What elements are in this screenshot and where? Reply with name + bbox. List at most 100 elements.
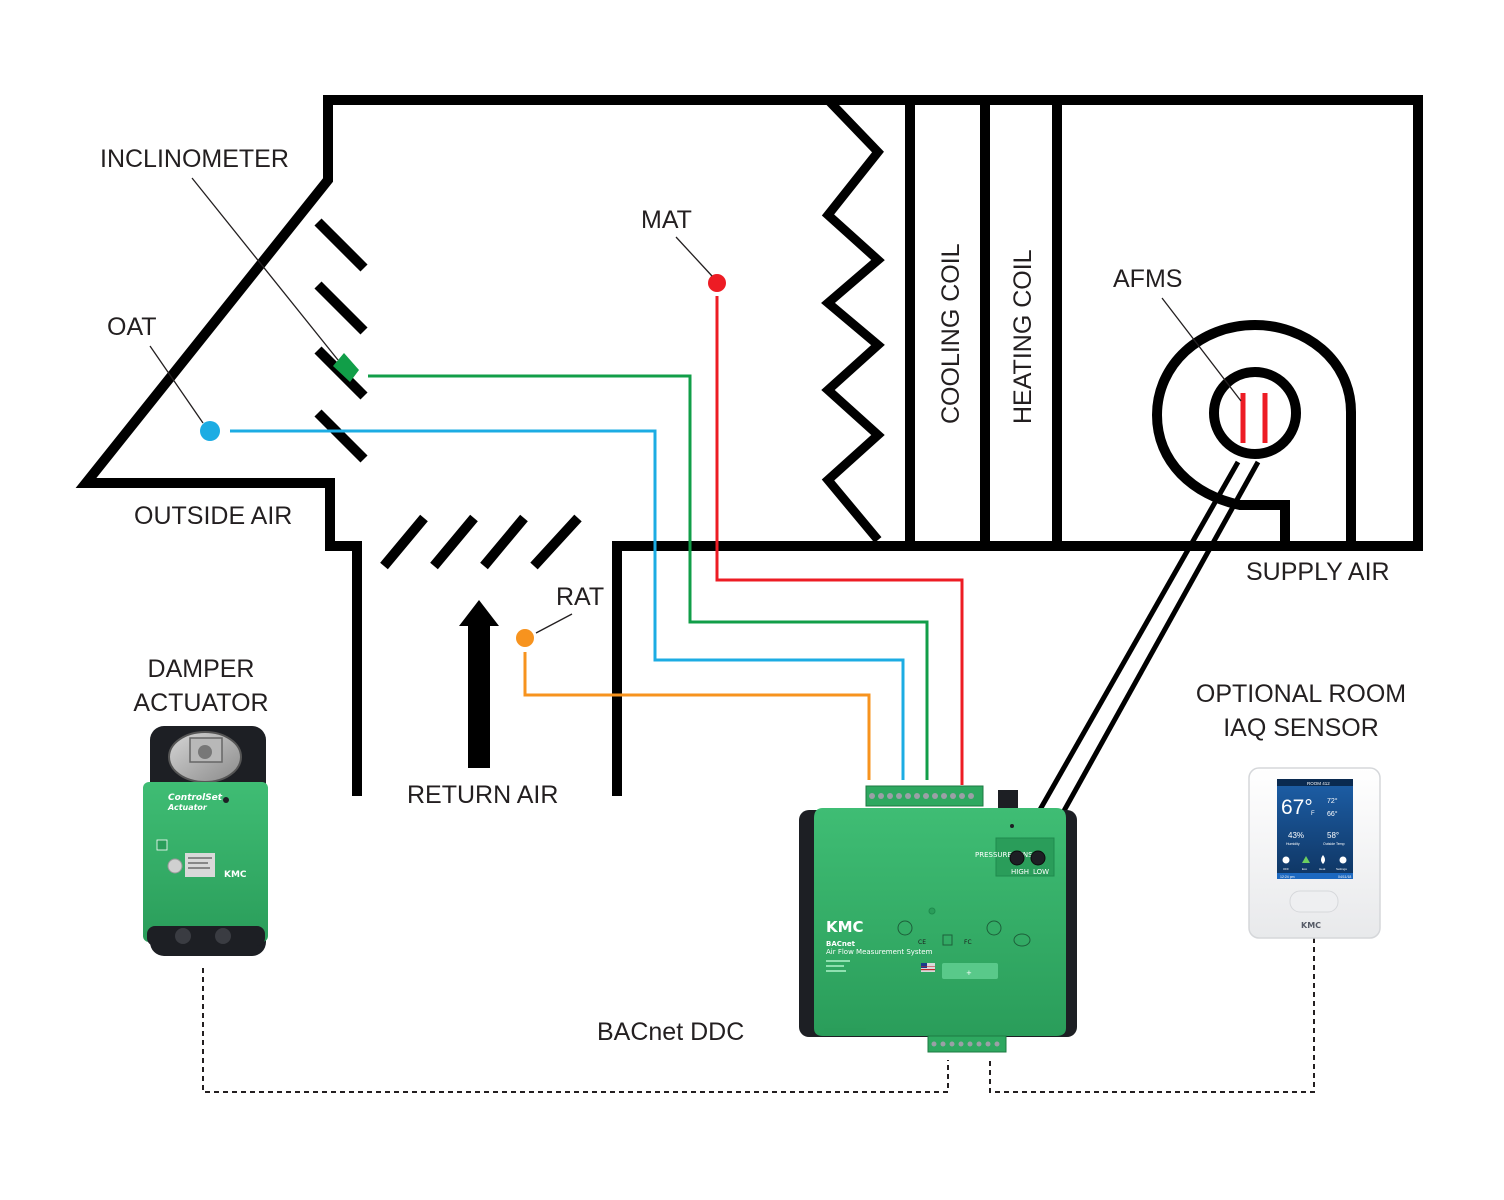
leader-lines [149, 177, 1242, 634]
us-flag-icon [921, 963, 935, 972]
screen-humidity: 43% [1288, 831, 1304, 840]
actuator-logo: KMC [224, 870, 247, 880]
controller-status-led [1010, 824, 1014, 828]
bacnet-ddc-controller: PRESSURE SENSOR HIGH LOW KMC BACnet Air … [799, 785, 1077, 1053]
controller-subtitle: Air Flow Measurement System [826, 948, 933, 956]
iaq-room-sensor: ROOM 412 67° F 72° 66° 43% Humidity 58° … [1248, 767, 1381, 939]
sensor-wiring [230, 296, 964, 785]
afms-leader [1161, 297, 1242, 402]
screen-menu-off: OFF [1283, 867, 1289, 871]
cooling-coil-label: COOLING COIL [937, 243, 965, 424]
fan-icon [1282, 856, 1290, 864]
oat-label: OAT [107, 313, 157, 341]
mat-leader [675, 236, 713, 277]
iaq-sensor-button [1289, 890, 1339, 913]
screen-setpoint-high: 72° [1327, 797, 1338, 805]
rat-wire [523, 652, 871, 780]
actuator-override-button [167, 858, 183, 874]
mat-wire [715, 296, 964, 785]
outside-air-damper [314, 218, 368, 463]
damper-actuator-label-line2: ACTUATOR [133, 689, 268, 717]
oa-damper-blade [314, 218, 368, 272]
ra-damper-blade [530, 514, 582, 570]
ra-damper-blade [480, 514, 528, 570]
ra-damper-blade [380, 514, 428, 570]
inclinometer-label: INCLINOMETER [100, 145, 289, 173]
screen-setpoint-low: 66° [1327, 810, 1338, 818]
afms-pressure-tubing [1022, 460, 1261, 838]
controller-bottom-terminals [824, 1028, 1007, 1053]
air-handler-outline [75, 95, 1423, 796]
label-window-plus: + [966, 969, 972, 977]
screen-temp-unit: F [1311, 811, 1315, 817]
damper-actuator-device: ControlSet Actuator KMC [143, 726, 268, 956]
actuator-info-label [185, 853, 215, 877]
screen-menu-eco: Eco [1302, 867, 1308, 871]
communication-wiring [202, 938, 1315, 1093]
return-air-damper [380, 514, 582, 570]
ra-damper-blade [430, 514, 478, 570]
screen-footer-left: 12:24 pm [1280, 875, 1295, 879]
oa-damper-blade [314, 409, 368, 463]
oa-damper-blade [314, 281, 368, 335]
controller-certification-marks [897, 920, 1031, 947]
fan-housing [1151, 319, 1356, 541]
inclinometer-wire [368, 374, 929, 780]
iaq-sensor-comm-wire [989, 938, 1315, 1093]
oat-wire [230, 429, 905, 780]
iaq-sensor-label-line1: OPTIONAL ROOM [1196, 680, 1406, 708]
filter-zigzag [821, 96, 885, 543]
ce-mark: CE [918, 939, 926, 946]
diagram-labels: INCLINOMETER MAT OAT OUTSIDE AIR AFMS SU… [100, 145, 1406, 1046]
oat-leader [149, 345, 204, 424]
port-high-label: HIGH [1011, 868, 1029, 876]
controller-model: BACnet [826, 940, 856, 948]
mat-sensor-dot [708, 274, 726, 292]
pressure-port-low [1030, 850, 1046, 866]
return-air-arrow-icon [459, 600, 499, 768]
damper-actuator-label-line1: DAMPER [148, 655, 255, 683]
controller-top-terminals [865, 785, 1018, 808]
rat-label: RAT [556, 583, 604, 611]
rat-sensor-dot [516, 629, 534, 647]
heat-flame-icon [1321, 855, 1325, 864]
port-low-label: LOW [1033, 868, 1049, 876]
screen-outside-label: Outside Temp [1323, 842, 1345, 846]
settings-gear-icon [1339, 856, 1347, 864]
actuator-comm-wire [202, 968, 949, 1093]
heating-coil-label: HEATING COIL [1009, 249, 1037, 424]
screen-header: ROOM 412 [1307, 781, 1330, 786]
supply-fan [1151, 319, 1356, 541]
pressure-port-high [1009, 850, 1025, 866]
screen-humidity-label: Humidity [1286, 842, 1300, 846]
iaq-sensor-logo: KMC [1301, 921, 1321, 930]
bacnet-ddc-label: BACnet DDC [597, 1018, 744, 1046]
controller-logo: KMC [826, 918, 864, 936]
return-air-label: RETURN AIR [407, 781, 558, 809]
outside-air-label: OUTSIDE AIR [134, 502, 292, 530]
screen-menu-settings: Settings [1336, 867, 1347, 871]
screen-menu-heat: Heat [1319, 867, 1326, 871]
inclinometer-icon [333, 353, 359, 382]
actuator-conduit-port [215, 928, 231, 944]
afms-label: AFMS [1113, 265, 1182, 293]
inclinometer-leader [191, 177, 339, 361]
rat-leader [535, 613, 573, 634]
screen-footer-right: 04/11/18 [1338, 875, 1351, 879]
oat-sensor-dot [200, 421, 220, 441]
screen-menu: OFF Eco Heat Settings [1282, 855, 1347, 871]
air-handler-ductwork [75, 95, 1423, 796]
iaq-sensor-screen [1277, 779, 1353, 879]
mat-label: MAT [641, 206, 692, 234]
controller-label-window [942, 963, 998, 979]
fan-inlet-ring [1209, 367, 1301, 459]
fc-mark: FC [964, 939, 972, 946]
actuator-conduit-port [175, 928, 191, 944]
screen-temp: 67° [1281, 796, 1313, 819]
eco-icon [1302, 856, 1310, 863]
supply-air-label: SUPPLY AIR [1246, 558, 1390, 586]
controller-power-terminal [998, 790, 1018, 808]
iaq-sensor-label-line2: IAQ SENSOR [1223, 714, 1379, 742]
screen-outside: 58° [1327, 831, 1339, 840]
